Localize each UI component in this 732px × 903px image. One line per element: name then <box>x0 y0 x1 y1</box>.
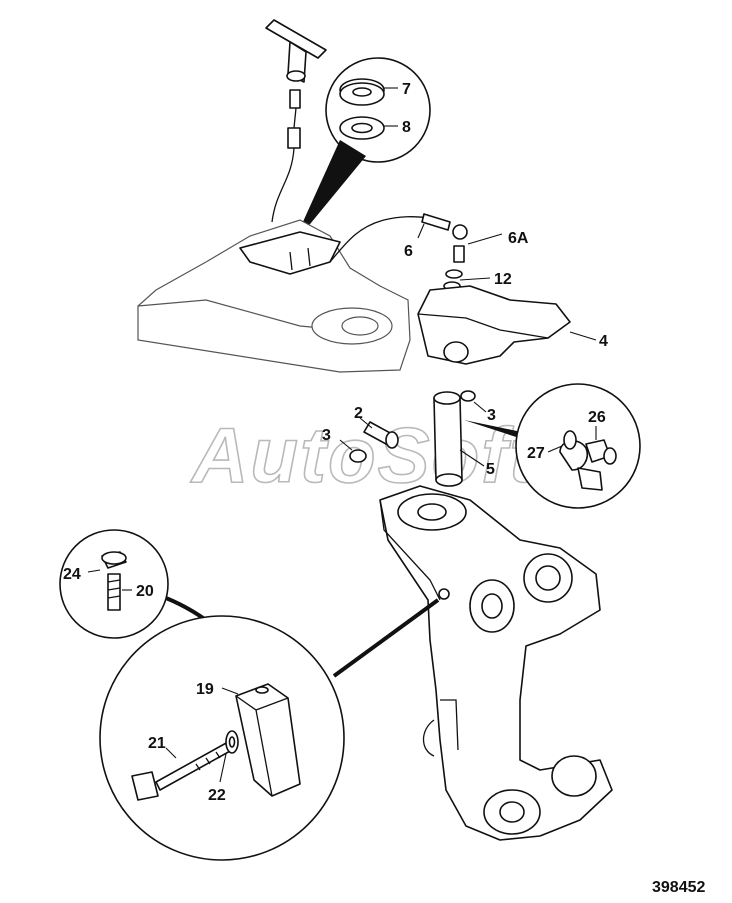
detail-circle-block <box>99 615 345 861</box>
washer-12 <box>443 269 491 291</box>
detail-circle-nipple <box>464 383 641 509</box>
washer-7 <box>339 78 385 106</box>
callout-2: 2 <box>354 405 363 422</box>
callout-20: 20 <box>136 583 154 600</box>
washer-22 <box>219 730 239 783</box>
nipple-26 <box>585 426 617 465</box>
set-screw-20 <box>107 573 132 611</box>
callout-19: 19 <box>196 681 214 698</box>
circlip-3-right <box>460 390 487 413</box>
clip-27 <box>547 430 603 491</box>
grease-nipple-6 <box>417 213 468 240</box>
callout-6a: 6A <box>508 230 529 247</box>
loader-linkage <box>379 485 613 841</box>
callout-4: 4 <box>599 333 608 350</box>
grease-tool <box>265 19 327 223</box>
callout-26: 26 <box>588 409 606 426</box>
callout-6: 6 <box>404 243 413 260</box>
detail-circle-screw <box>59 529 169 639</box>
leader-to-bolt-detail <box>332 598 440 678</box>
callout-22: 22 <box>208 787 226 804</box>
callout-8: 8 <box>402 119 411 136</box>
callout-3-right: 3 <box>487 407 496 424</box>
bracket-4 <box>417 285 597 365</box>
callout-7: 7 <box>402 81 411 98</box>
callout-5: 5 <box>486 461 495 478</box>
bolt-21 <box>131 741 233 801</box>
callout-12: 12 <box>494 271 512 288</box>
detail-circle-washers <box>292 57 431 246</box>
callout-27: 27 <box>527 445 545 462</box>
grease-hose <box>329 216 431 263</box>
pin-5 <box>433 391 485 487</box>
washer-8 <box>339 116 385 140</box>
callout-21: 21 <box>148 735 166 752</box>
pin-2 <box>359 417 399 449</box>
boom-arm <box>137 219 411 373</box>
circlip-3-left <box>339 439 367 463</box>
nut-24 <box>87 551 127 573</box>
drawing-number: 398452 <box>652 879 705 896</box>
block-19 <box>221 683 301 797</box>
callout-3-left: 3 <box>322 427 331 444</box>
callout-24: 24 <box>63 566 81 583</box>
fitting-6a <box>453 233 503 263</box>
